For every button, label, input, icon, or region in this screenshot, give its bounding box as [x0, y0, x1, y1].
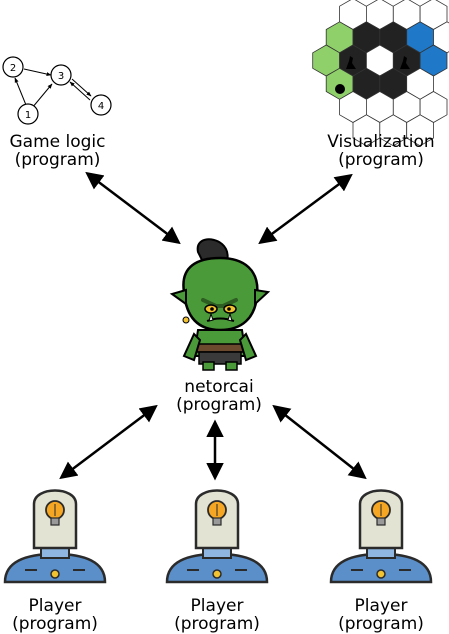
- player-3-subtitle: (program): [338, 614, 424, 634]
- animal-marker-icon: [346, 56, 356, 69]
- arrow-visualization-netorcai: [258, 173, 353, 245]
- player-2-title: Player: [190, 596, 244, 616]
- graph-node-label: 4: [98, 101, 104, 112]
- player-1-title: Player: [28, 596, 82, 616]
- game-logic-label: Game logic (program): [0, 133, 115, 169]
- player-1-subtitle: (program): [12, 614, 98, 634]
- graph-node-label: 2: [10, 63, 16, 74]
- game-logic-subtitle: (program): [14, 150, 101, 170]
- visualization-title: Visualization: [327, 132, 435, 152]
- graph-node-label: 1: [25, 110, 31, 121]
- graph-node-label: 3: [58, 71, 64, 82]
- graph-node-3: [50, 64, 72, 86]
- player-2-subtitle: (program): [174, 614, 260, 634]
- hex-grid-icon: [312, 0, 449, 147]
- graph-edge-3-2: [23, 68, 52, 76]
- graph-node-2: [2, 56, 24, 78]
- player-1-label: Player (program): [2, 597, 108, 633]
- arrow-gamelogic-netorcai: [85, 171, 181, 245]
- player-robot-icon: [329, 489, 433, 584]
- graph-edge-3-4: [71, 78, 92, 97]
- netorcai-label: netorcai (program): [164, 378, 274, 414]
- visualization-label: Visualization (program): [318, 133, 444, 169]
- players-group: [3, 489, 433, 584]
- graph-icon: 2 3 1 4: [2, 56, 112, 125]
- graph-node-1: [17, 103, 39, 125]
- player-2-label: Player (program): [164, 597, 270, 633]
- graph-edge-1-2: [14, 77, 27, 106]
- graph-edge-4-3: [69, 81, 91, 101]
- bomb-marker-icon: [335, 84, 345, 94]
- orc-icon: [169, 238, 271, 371]
- hex-cell: [406, 114, 434, 147]
- arrow-netorcai-player3: [272, 404, 367, 480]
- player-3-title: Player: [354, 596, 408, 616]
- graph-node-4: [90, 94, 112, 116]
- graph-edge-1-3: [31, 83, 53, 109]
- visualization-subtitle: (program): [338, 150, 424, 170]
- arrow-netorcai-player1: [59, 404, 158, 480]
- netorcai-title: netorcai: [184, 377, 254, 397]
- animal-marker-icon: [400, 56, 410, 69]
- player-3-label: Player (program): [328, 597, 434, 633]
- netorcai-subtitle: (program): [176, 395, 262, 415]
- player-robot-icon: [3, 489, 107, 584]
- game-logic-title: Game logic: [9, 132, 106, 152]
- player-robot-icon: [165, 489, 269, 584]
